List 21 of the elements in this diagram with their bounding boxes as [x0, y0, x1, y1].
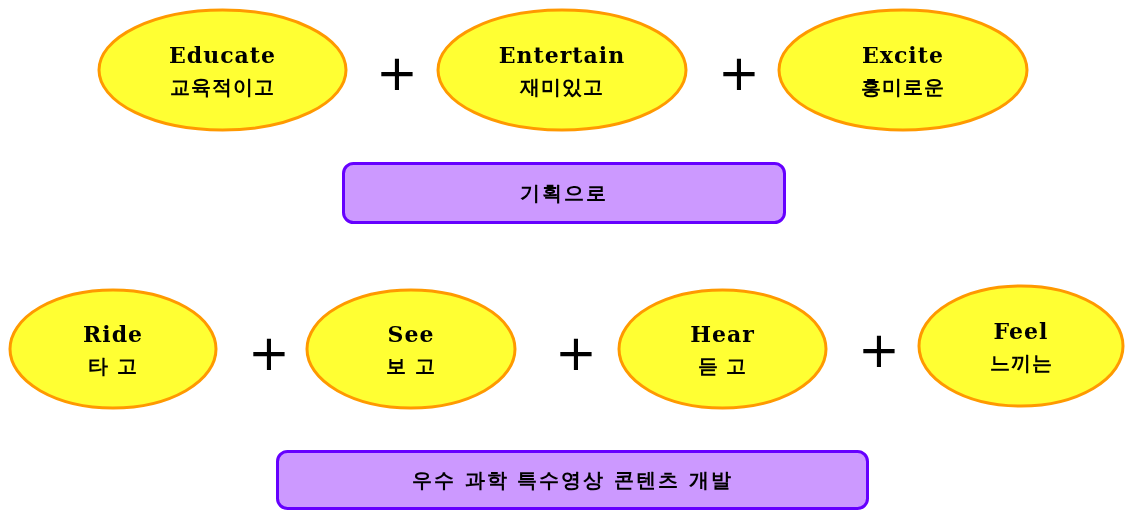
english-word: See — [387, 319, 435, 349]
english-word: Educate — [169, 40, 276, 70]
plus-sign: + — [718, 48, 760, 98]
english-word: Ride — [83, 319, 143, 349]
korean-text: 재미있고 — [520, 73, 604, 101]
plus-sign: + — [248, 328, 290, 378]
plus-sign: + — [858, 325, 900, 375]
english-word: Feel — [993, 316, 1049, 346]
korean-text: 흥미로운 — [861, 73, 945, 101]
english-word: Hear — [690, 319, 755, 349]
korean-text: 듣 고 — [697, 352, 748, 380]
english-word: Excite — [862, 40, 944, 70]
korean-text: 기획으로 — [520, 180, 608, 207]
korean-text: 우수 과학 특수영상 콘텐츠 개발 — [411, 467, 734, 494]
plus-sign: + — [555, 328, 597, 378]
korean-text: 교육적이고 — [170, 73, 275, 101]
plus-sign: + — [376, 48, 418, 98]
korean-text: 보 고 — [386, 352, 436, 380]
korean-text: 타 고 — [88, 352, 138, 380]
english-word: Entertain — [498, 40, 626, 70]
korean-text: 느끼는 — [989, 349, 1053, 377]
